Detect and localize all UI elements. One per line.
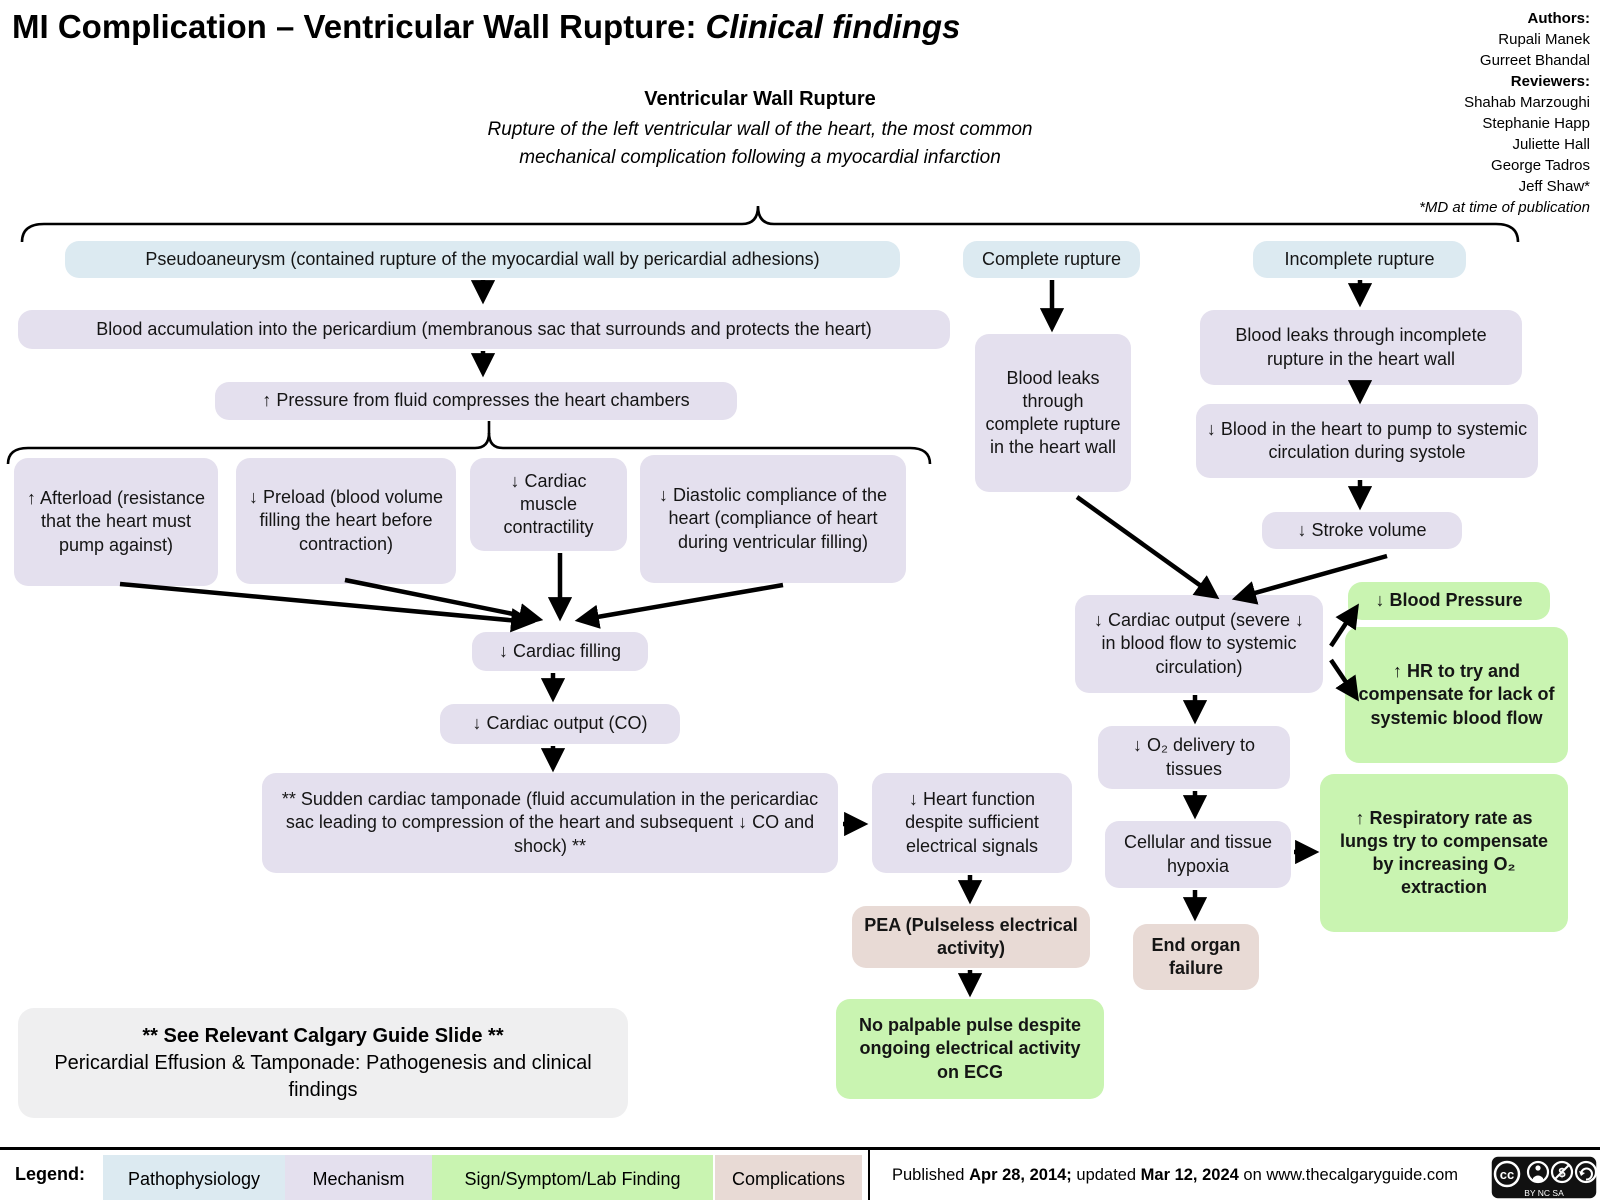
see-also-subtitle: Pericardial Effusion & Tamponade: Pathog… (54, 1051, 592, 1101)
page-title-main: MI Complication – Ventricular Wall Ruptu… (12, 8, 697, 45)
node-diastolic-compliance: ↓ Diastolic compliance of the heart (com… (640, 455, 906, 583)
footer-bar: Legend: Pathophysiology Mechanism Sign/S… (0, 1147, 1600, 1200)
legend-item-mechanism: Mechanism (285, 1155, 432, 1200)
updated-date: Mar 12, 2024 (1140, 1166, 1239, 1184)
diagram-description: Rupture of the left ventricular wall of … (487, 119, 1033, 168)
node-pea: PEA (Pulseless electrical activity) (852, 906, 1090, 968)
see-also-title: ** See Relevant Calgary Guide Slide ** (142, 1024, 504, 1047)
reviewer-name: Stephanie Happ (1482, 115, 1590, 132)
cc-sa-icon (1580, 1167, 1593, 1181)
author-name: Gurreet Bhandal (1479, 52, 1590, 69)
reviewer-name: Shahab Marzoughi (1464, 94, 1590, 111)
publication-prefix: Published (892, 1166, 965, 1184)
node-preload: ↓ Preload (blood volume filling the hear… (236, 458, 456, 584)
footer-divider (868, 1150, 870, 1200)
publication-middle: updated (1076, 1166, 1137, 1184)
cc-by-icon (1535, 1165, 1541, 1171)
node-no-palpable-pulse: No palpable pulse despite ongoing electr… (836, 999, 1104, 1099)
node-cardiac-filling: ↓ Cardiac filling (472, 632, 648, 671)
node-pseudoaneurysm: Pseudoaneurysm (contained rupture of the… (65, 241, 900, 278)
node-blood-leaks-complete: Blood leaks through complete rupture in … (975, 334, 1131, 492)
cc-license-badge: cc $ BY NC SA (1490, 1155, 1598, 1200)
see-also-box: ** See Relevant Calgary Guide Slide ** P… (18, 1008, 628, 1118)
author-name: Rupali Manek (1498, 31, 1590, 48)
node-cellular-hypoxia: Cellular and tissue hypoxia (1105, 821, 1291, 888)
legend-item-complications: Complications (715, 1155, 862, 1200)
legend-item-sign-symptom: Sign/Symptom/Lab Finding (432, 1155, 713, 1200)
legend-label: Legend: (15, 1164, 85, 1184)
reviewer-name: George Tadros (1491, 157, 1590, 174)
credits-note: *MD at time of publication (1419, 199, 1590, 216)
publication-site: on www.thecalgaryguide.com (1243, 1166, 1459, 1184)
node-afterload: ↑ Afterload (resistance that the heart m… (14, 458, 218, 586)
node-contractility: ↓ Cardiac muscle contractility (470, 458, 627, 551)
cc-icon: cc (1500, 1167, 1514, 1182)
node-end-organ-failure: End organ failure (1133, 924, 1259, 990)
page-title: MI Complication – Ventricular Wall Ruptu… (12, 8, 960, 46)
node-blood-leaks-incomplete: Blood leaks through incomplete rupture i… (1200, 310, 1522, 385)
node-stroke-volume: ↓ Stroke volume (1262, 512, 1462, 549)
node-complete-rupture: Complete rupture (963, 241, 1140, 278)
node-blood-to-pump: ↓ Blood in the heart to pump to systemic… (1196, 404, 1538, 478)
node-incomplete-rupture: Incomplete rupture (1253, 241, 1466, 278)
publication-info: Published Apr 28, 2014; updated Mar 12, … (892, 1166, 1458, 1185)
publication-date: Apr 28, 2014; (969, 1166, 1072, 1184)
legend-item-pathophysiology: Pathophysiology (103, 1155, 285, 1200)
reviewer-name: Juliette Hall (1512, 136, 1590, 153)
credits-block: Authors: Rupali Manek Gurreet Bhandal Re… (1419, 8, 1590, 218)
cc-labels: BY NC SA (1524, 1188, 1564, 1198)
node-o2-delivery: ↓ O₂ delivery to tissues (1098, 726, 1290, 789)
node-pressure-compresses: ↑ Pressure from fluid compresses the hea… (215, 382, 737, 420)
node-cardiac-output-co: ↓ Cardiac output (CO) (440, 704, 680, 744)
reviewers-label: Reviewers: (1510, 73, 1590, 90)
node-tamponade: ** Sudden cardiac tamponade (fluid accum… (262, 773, 838, 873)
node-respiratory-rate: ↑ Respiratory rate as lungs try to compe… (1320, 774, 1568, 932)
diagram-heading: Ventricular Wall Rupture (644, 88, 876, 110)
node-cardiac-output-severe: ↓ Cardiac output (severe ↓ in blood flow… (1075, 595, 1323, 693)
node-blood-pressure: ↓ Blood Pressure (1348, 582, 1550, 620)
page-title-emphasis: Clinical findings (705, 8, 961, 45)
node-hr-compensate: ↑ HR to try and compensate for lack of s… (1345, 627, 1568, 763)
node-blood-accumulation: Blood accumulation into the pericardium … (18, 310, 950, 349)
reviewer-name: Jeff Shaw* (1518, 178, 1590, 195)
authors-label: Authors: (1527, 10, 1591, 27)
node-heart-function: ↓ Heart function despite sufficient elec… (872, 773, 1072, 873)
